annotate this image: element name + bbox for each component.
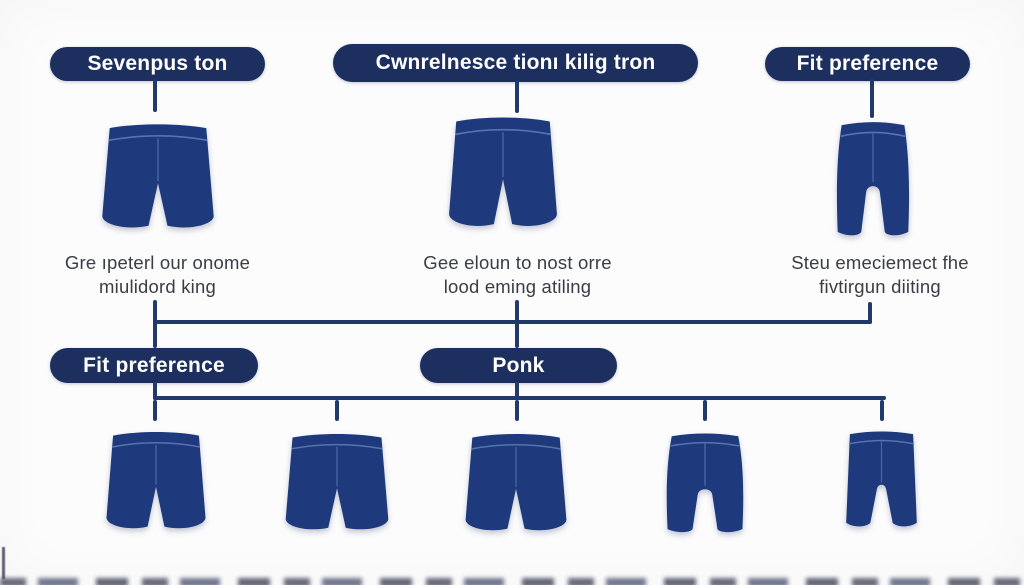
pill-ponk: Ponk [420, 348, 617, 383]
shorts-icon [465, 434, 567, 531]
shorts-icon [285, 433, 389, 530]
pill-sevenpus-ton: Sevenpus ton [50, 47, 265, 81]
connector-line [153, 382, 157, 400]
shorts-icon [666, 433, 744, 533]
connector-line [703, 400, 707, 421]
connector-line [153, 300, 157, 348]
shorts-icon [449, 117, 557, 226]
connector-line [868, 302, 872, 324]
connector-line [335, 400, 339, 421]
pill-fit-preference-top: Fit preference [765, 47, 970, 81]
caption-middle: Gee eloun to nost orre lood eming atilin… [423, 252, 612, 298]
caption-right: Steu emeciemect fhe fivtirgun diiting [791, 252, 969, 298]
pill-fit-preference-mid: Fit preference [50, 348, 258, 383]
connector-line [870, 79, 874, 118]
shorts-icon [102, 124, 214, 228]
connector-line [153, 320, 872, 324]
shorts-icon [106, 432, 206, 529]
connector-line [153, 79, 157, 112]
connector-line [515, 80, 519, 113]
connector-line [880, 400, 884, 421]
caption-left: Gre ıpeterl our onome miulidord king [64, 252, 251, 298]
connector-line [515, 300, 519, 348]
connector-line [515, 382, 519, 400]
connector-line [153, 400, 157, 421]
connector-line [153, 396, 886, 400]
pill-cwnrelnesce: Cwnrelnesce tionı kilig tron [333, 44, 698, 82]
shorts-icon [846, 431, 917, 527]
bottom-artifact-band [0, 578, 1024, 585]
left-edge-artifact [2, 547, 5, 579]
connector-line [515, 400, 519, 421]
shorts-icon [836, 122, 910, 236]
